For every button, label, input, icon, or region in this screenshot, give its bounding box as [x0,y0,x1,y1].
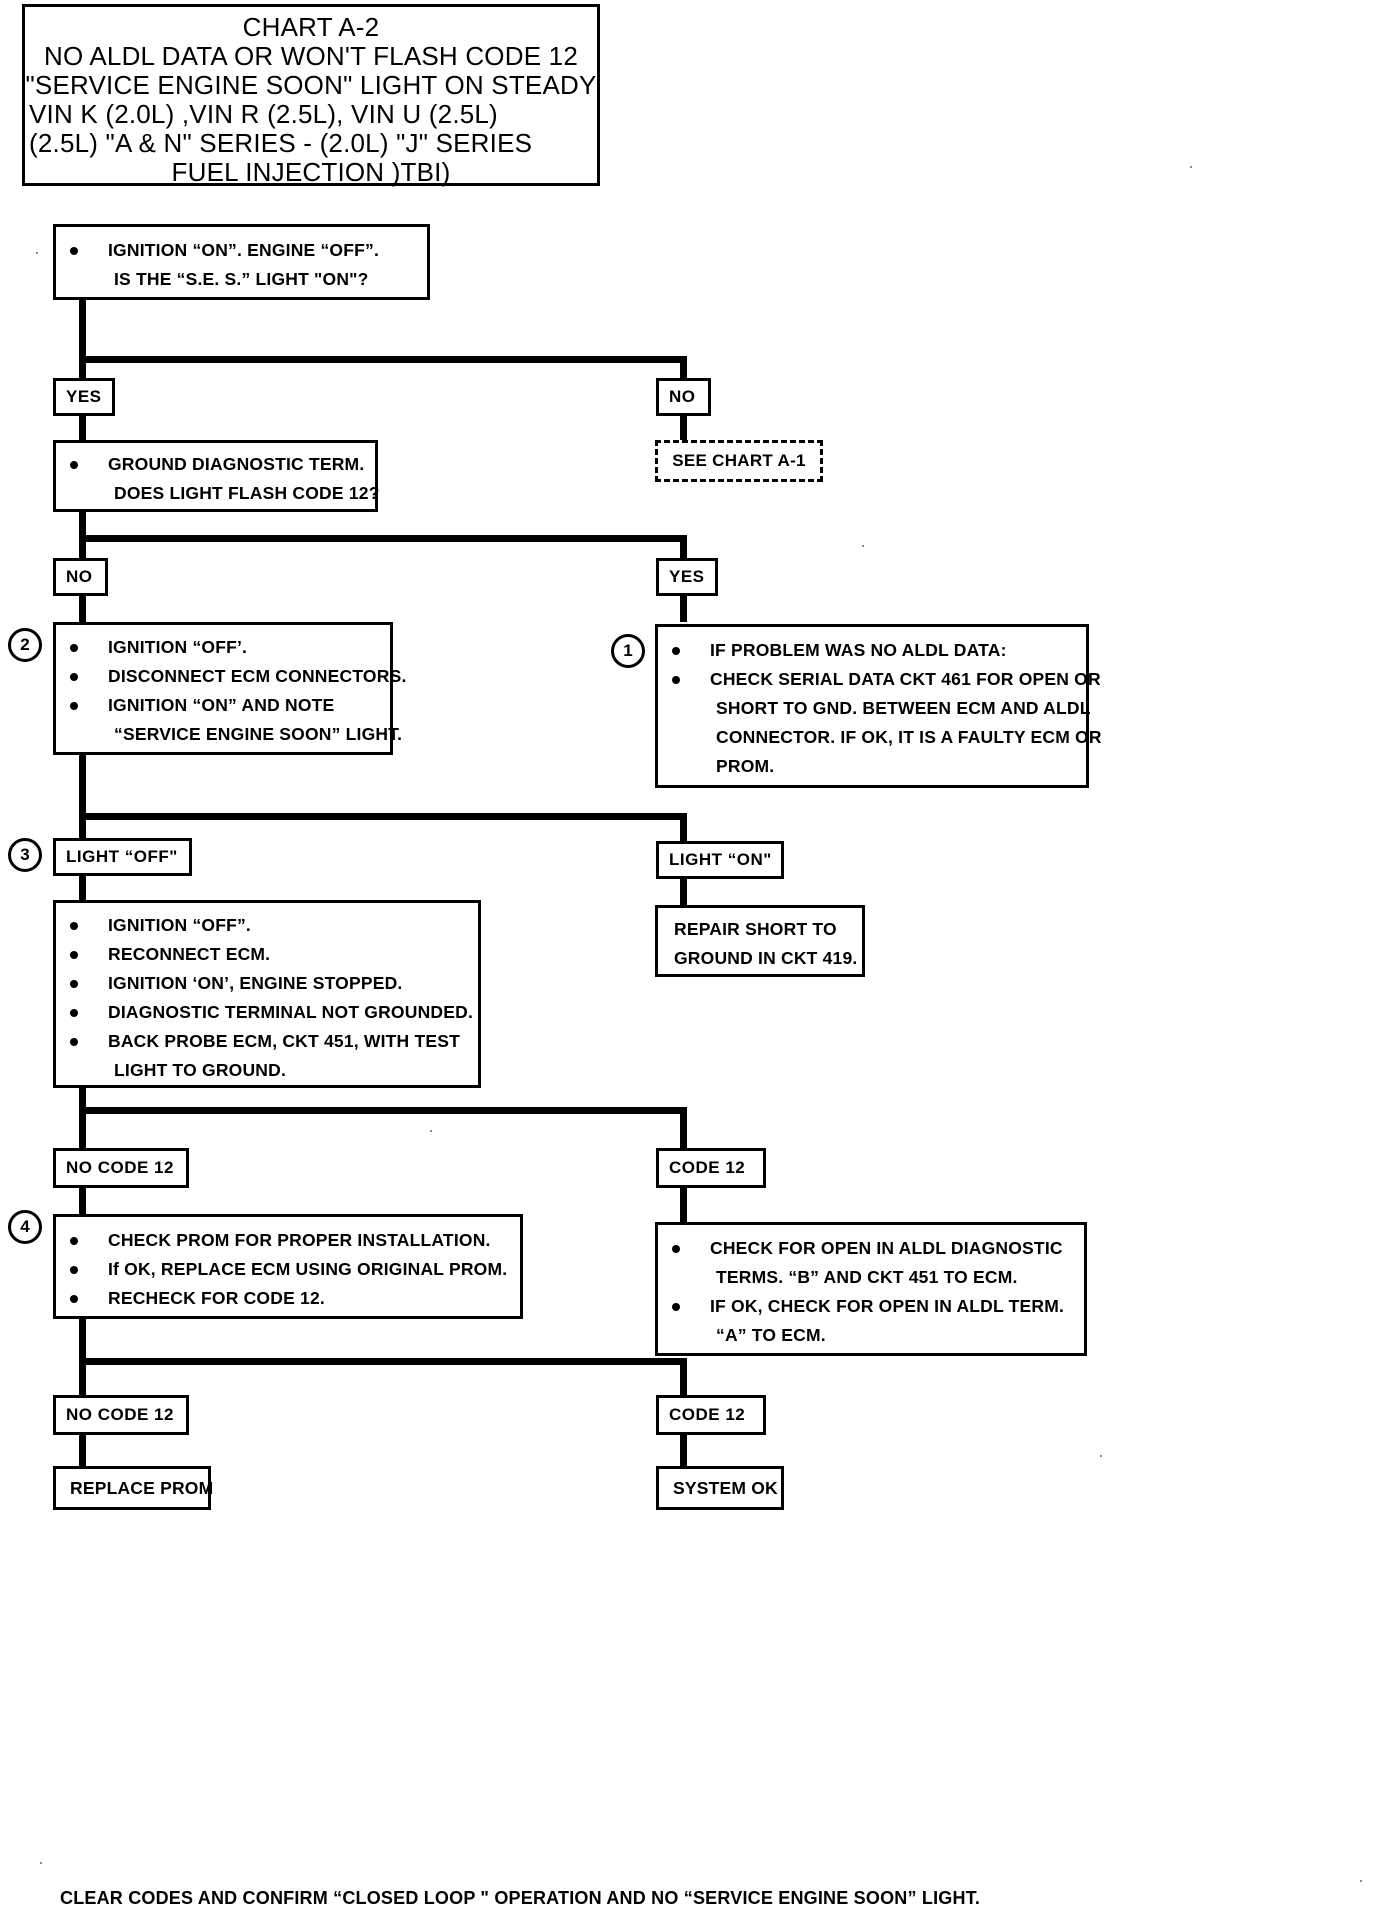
scan-speck [40,1862,42,1864]
scan-speck [430,1130,432,1132]
decision-tag-yes-2: YES [656,558,718,596]
scan-speck [862,545,864,547]
step-number-4: 4 [8,1210,42,1244]
connector-split-3 [79,813,687,820]
connector-nocode12a-to-step7 [79,1186,86,1216]
connector-split-2 [79,535,687,542]
step-box-back-probe: IGNITION “OFF”. RECONNECT ECM. IGNITION … [53,900,481,1088]
chart-title-line-3: "SERVICE ENGINE SOON" LIGHT ON STEADY [25,70,597,100]
step-box-back-probe-line-5: BACK PROBE ECM, CKT 451, WITH TEST [56,1027,478,1056]
step-box-aldl-data-check-line-1: IF PROBLEM WAS NO ALDL DATA: [658,636,1086,665]
decision-tag-no-code-12-b: NO CODE 12 [53,1395,189,1435]
step-box-check-open-aldl-line-4: “A” TO ECM. [716,1325,826,1345]
step-number-3: 3 [8,838,42,872]
step-box-ignition-on: IGNITION “ON”. ENGINE “OFF”. IS THE “S.E… [53,224,430,300]
terminal-replace-prom: REPLACE PROM [53,1466,214,1510]
step-box-check-open-aldl-line-1: CHECK FOR OPEN IN ALDL DIAGNOSTIC [658,1234,1084,1263]
connector-code12a-down [680,1107,687,1149]
step-number-2: 2 [8,628,42,662]
decision-tag-light-off: LIGHT “OFF" [53,838,192,876]
decision-tag-code-12-a: CODE 12 [656,1148,766,1188]
connector-no1-to-seechart [680,414,687,442]
step-box-back-probe-line-3: IGNITION ‘ON’, ENGINE STOPPED. [56,969,478,998]
decision-tag-yes-1: YES [53,378,115,416]
connector-yes1-down [79,356,86,382]
scan-speck [36,252,38,254]
see-chart-a1-label: SEE CHART A-1 [672,451,806,470]
connector-step1-down [79,300,86,362]
chart-title-line-5: (2.5L) "A & N" SERIES - (2.0L) "J" SERIE… [29,128,533,158]
step-box-disconnect-ecm-line-4: “SERVICE ENGINE SOON” LIGHT. [114,724,403,744]
step-box-check-prom-line-2: If OK, REPLACE ECM USING ORIGINAL PROM. [56,1255,520,1284]
step-box-repair-short-line-1: REPAIR SHORT TO [674,919,837,939]
step-box-back-probe-line-4: DIAGNOSTIC TERMINAL NOT GROUNDED. [56,998,478,1027]
terminal-system-ok-label: SYSTEM OK [673,1478,778,1498]
scan-speck [1190,166,1192,168]
footer-note: CLEAR CODES AND CONFIRM “CLOSED LOOP " O… [60,1888,981,1908]
connector-step7-down [79,1319,86,1415]
chart-title-line-4: VIN K (2.0L) ,VIN R (2.5L), VIN U (2.5L) [29,99,498,129]
connector-code12b-to-system-ok [680,1433,687,1467]
step-box-ignition-on-line-1: IGNITION “ON”. ENGINE “OFF”. [56,236,427,265]
step-box-check-open-aldl-line-3: IF OK, CHECK FOR OPEN IN ALDL TERM. [658,1292,1084,1321]
connector-lightoff-to-step5 [79,874,86,902]
step-box-check-open-aldl-line-2: TERMS. “B” AND CKT 451 TO ECM. [716,1267,1018,1287]
step-box-back-probe-line-2: RECONNECT ECM. [56,940,478,969]
step-box-check-prom: CHECK PROM FOR PROPER INSTALLATION. If O… [53,1214,523,1319]
step-box-back-probe-line-6: LIGHT TO GROUND. [114,1060,287,1080]
terminal-replace-prom-label: REPLACE PROM [70,1478,214,1498]
chart-title-line-1: CHART A-2 [242,12,380,42]
connector-code12b-down [680,1358,687,1415]
step-box-ground-diag-term-line-1: GROUND DIAGNOSTIC TERM. [56,450,375,479]
step-box-ground-diag-term-line-2: DOES LIGHT FLASH CODE 12? [114,483,380,503]
step-box-disconnect-ecm: IGNITION “OFF’. DISCONNECT ECM CONNECTOR… [53,622,406,755]
connector-split-5 [79,1358,687,1365]
step-box-aldl-data-check-line-2: CHECK SERIAL DATA CKT 461 FOR OPEN OR [658,665,1101,694]
step-box-ground-diag-term: GROUND DIAGNOSTIC TERM. DOES LIGHT FLASH… [53,440,380,512]
step-box-aldl-data-check-line-5: PROM. [716,756,775,776]
decision-tag-no-2: NO [53,558,108,596]
connector-no1-down [680,356,687,382]
see-chart-a1-box[interactable]: SEE CHART A-1 [655,440,823,482]
step-box-disconnect-ecm-line-2: DISCONNECT ECM CONNECTORS. [56,662,406,691]
connector-yes2-down [680,535,687,561]
decision-tag-no-1: NO [656,378,711,416]
step-box-disconnect-ecm-line-3: IGNITION “ON” AND NOTE [56,691,390,720]
step-box-repair-short-line-2: GROUND IN CKT 419. [674,948,858,968]
step-box-aldl-data-check: IF PROBLEM WAS NO ALDL DATA: CHECK SERIA… [655,624,1102,788]
terminal-system-ok: SYSTEM OK [656,1466,784,1510]
connector-lighton-down [680,813,687,841]
scan-speck [1100,1455,1102,1457]
step-box-check-open-aldl: CHECK FOR OPEN IN ALDL DIAGNOSTIC TERMS.… [655,1222,1087,1356]
connector-no2-to-step3 [79,594,86,622]
connector-step5-down [79,1088,86,1174]
decision-tag-no-code-12-a: NO CODE 12 [53,1148,189,1188]
step-box-repair-short: REPAIR SHORT TO GROUND IN CKT 419. [655,905,865,977]
chart-title-line-6: FUEL INJECTION )TBI) [171,157,451,187]
step-number-1: 1 [611,634,645,668]
connector-code12a-to-step8 [680,1186,687,1224]
connector-step3-down [79,755,86,840]
step-box-aldl-data-check-line-3: SHORT TO GND. BETWEEN ECM AND ALDL [716,698,1091,718]
connector-yes1-to-step2 [79,414,86,442]
decision-tag-code-12-b: CODE 12 [656,1395,766,1435]
step-box-disconnect-ecm-line-1: IGNITION “OFF’. [56,633,390,662]
step-box-ignition-on-line-2: IS THE “S.E. S.” LIGHT "ON"? [114,269,369,289]
connector-split-4 [79,1107,687,1114]
scan-speck [1360,1880,1362,1882]
connector-lighton-to-step6 [680,877,687,905]
connector-nocode12b-to-replace-prom [79,1433,86,1467]
step-box-check-prom-line-1: CHECK PROM FOR PROPER INSTALLATION. [56,1226,520,1255]
chart-title-line-2: NO ALDL DATA OR WON'T FLASH CODE 12 [43,41,578,71]
chart-title-box: CHART A-2 NO ALDL DATA OR WON'T FLASH CO… [22,4,600,187]
step-box-aldl-data-check-line-4: CONNECTOR. IF OK, IT IS A FAULTY ECM OR [716,727,1102,747]
step-box-check-prom-line-3: RECHECK FOR CODE 12. [56,1284,520,1313]
connector-split-1 [79,356,687,363]
decision-tag-light-on: LIGHT “ON" [656,841,784,879]
connector-yes2-to-step4 [680,594,687,622]
step-box-back-probe-line-1: IGNITION “OFF”. [56,911,478,940]
